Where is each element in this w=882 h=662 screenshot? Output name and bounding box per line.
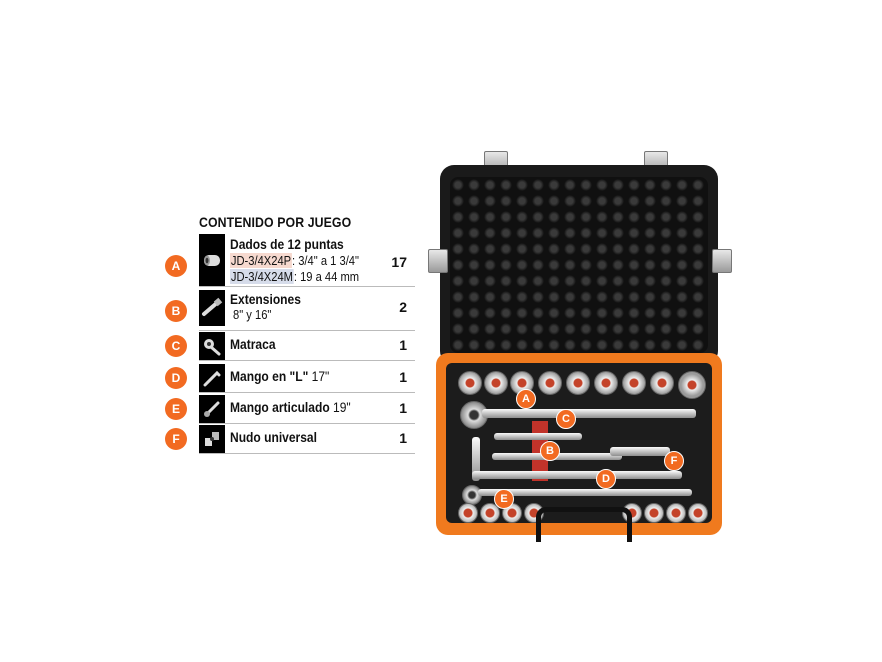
l-handle-short [472, 437, 480, 481]
row-detail: 8" y 16" [233, 307, 272, 322]
ratchet-handle [482, 409, 696, 418]
hinge-left [428, 249, 448, 273]
table-row-a: A Dados de 12 puntas JD-3/4X24P: 3/4" a … [165, 234, 415, 287]
row-name: Nudo universal [230, 429, 317, 445]
row-divider [199, 453, 415, 454]
row-divider [199, 360, 415, 361]
table-row-d: D Mango en "L" 17" 1 [165, 364, 415, 393]
row-detail-inch: JD-3/4X24P: 3/4" a 1 3/4" [230, 253, 359, 268]
callout-c: C [556, 409, 576, 429]
badge-e: E [165, 398, 187, 420]
callout-b: B [540, 441, 560, 461]
callout-f: F [664, 451, 684, 471]
row-detail-mm: JD-3/4X24M: 19 a 44 mm [230, 269, 360, 284]
row-name: Mango en "L" 17" [230, 368, 330, 384]
row-qty: 1 [399, 369, 407, 385]
row-qty: 1 [399, 400, 407, 416]
carry-handle [536, 507, 632, 542]
table-row-e: E Mango articulado 19" 1 [165, 395, 415, 424]
extension-short [494, 433, 582, 440]
socket [650, 371, 674, 395]
callout-d: D [596, 469, 616, 489]
socket [622, 371, 646, 395]
tool-case-image: A B C D E F [428, 145, 732, 545]
l-handle-long [472, 471, 682, 479]
l-handle-icon [199, 364, 225, 392]
extension-icon [199, 290, 225, 326]
badge-d: D [165, 367, 187, 389]
socket-icon [199, 234, 225, 286]
socket [566, 371, 590, 395]
table-title: CONTENIDO POR JUEGO [199, 214, 352, 230]
breaker-handle [478, 489, 692, 496]
row-divider [199, 423, 415, 424]
socket [594, 371, 618, 395]
row-divider [199, 330, 415, 331]
table-row-f: F Nudo universal 1 [165, 425, 415, 454]
socket [644, 503, 664, 523]
badge-f: F [165, 428, 187, 450]
row-divider [199, 392, 415, 393]
socket [484, 371, 508, 395]
socket [480, 503, 500, 523]
breaker-bar-icon [199, 395, 225, 423]
row-qty: 2 [399, 299, 407, 315]
row-name: Mango articulado 19" [230, 399, 351, 415]
tool-tray: A B C D E F [446, 363, 712, 523]
row-qty: 17 [391, 254, 407, 270]
row-name: Dados de 12 puntas [230, 236, 344, 252]
badge-c: C [165, 335, 187, 357]
table-row-c: C Matraca 1 [165, 332, 415, 361]
row-qty: 1 [399, 430, 407, 446]
callout-e: E [494, 489, 514, 509]
row-divider [199, 286, 415, 287]
socket [678, 371, 706, 399]
socket [538, 371, 562, 395]
case-base: A B C D E F [436, 353, 722, 535]
universal-joint-icon [199, 425, 225, 453]
socket [688, 503, 708, 523]
row-name: Extensiones [230, 291, 301, 307]
table-row-b: B Extensiones 8" y 16" 2 [165, 290, 415, 331]
ratchet-icon [199, 332, 225, 360]
case-lid [440, 165, 718, 365]
callout-a: A [516, 389, 536, 409]
badge-b: B [165, 300, 187, 322]
socket [458, 503, 478, 523]
universal-joint [610, 447, 670, 456]
socket [666, 503, 686, 523]
badge-a: A [165, 255, 187, 277]
hinge-right [712, 249, 732, 273]
row-name: Matraca [230, 336, 276, 352]
lid-foam [450, 177, 708, 353]
socket [458, 371, 482, 395]
row-qty: 1 [399, 337, 407, 353]
